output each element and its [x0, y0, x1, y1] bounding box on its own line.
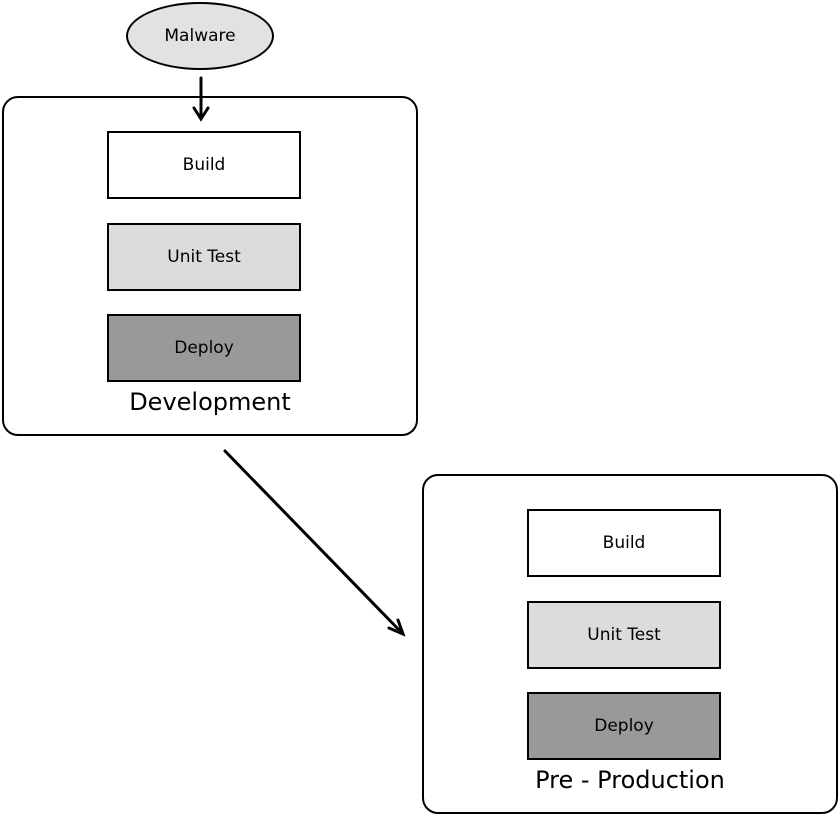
- preprod-build-label: Build: [602, 533, 646, 553]
- development-label: Development: [129, 388, 291, 416]
- preproduction-stage: Build Unit Test Deploy Pre - Production: [422, 474, 838, 814]
- preprod-unit-test-step: Unit Test: [527, 601, 721, 669]
- preprod-deploy-label: Deploy: [594, 716, 654, 736]
- dev-deploy-step: Deploy: [107, 314, 301, 382]
- preprod-deploy-step: Deploy: [527, 692, 721, 760]
- dev-deploy-label: Deploy: [174, 338, 234, 358]
- dev-build-label: Build: [182, 155, 226, 175]
- development-to-preproduction-arrow: [223, 449, 406, 637]
- dev-unit-test-label: Unit Test: [167, 247, 241, 267]
- preproduction-label: Pre - Production: [535, 766, 725, 794]
- dev-build-step: Build: [107, 131, 301, 199]
- dev-unit-test-step: Unit Test: [107, 223, 301, 291]
- malware-node: Malware: [126, 2, 274, 70]
- preprod-unit-test-label: Unit Test: [587, 625, 661, 645]
- preprod-build-step: Build: [527, 509, 721, 577]
- development-stage: Build Unit Test Deploy Development: [2, 96, 418, 436]
- malware-label: Malware: [164, 26, 236, 46]
